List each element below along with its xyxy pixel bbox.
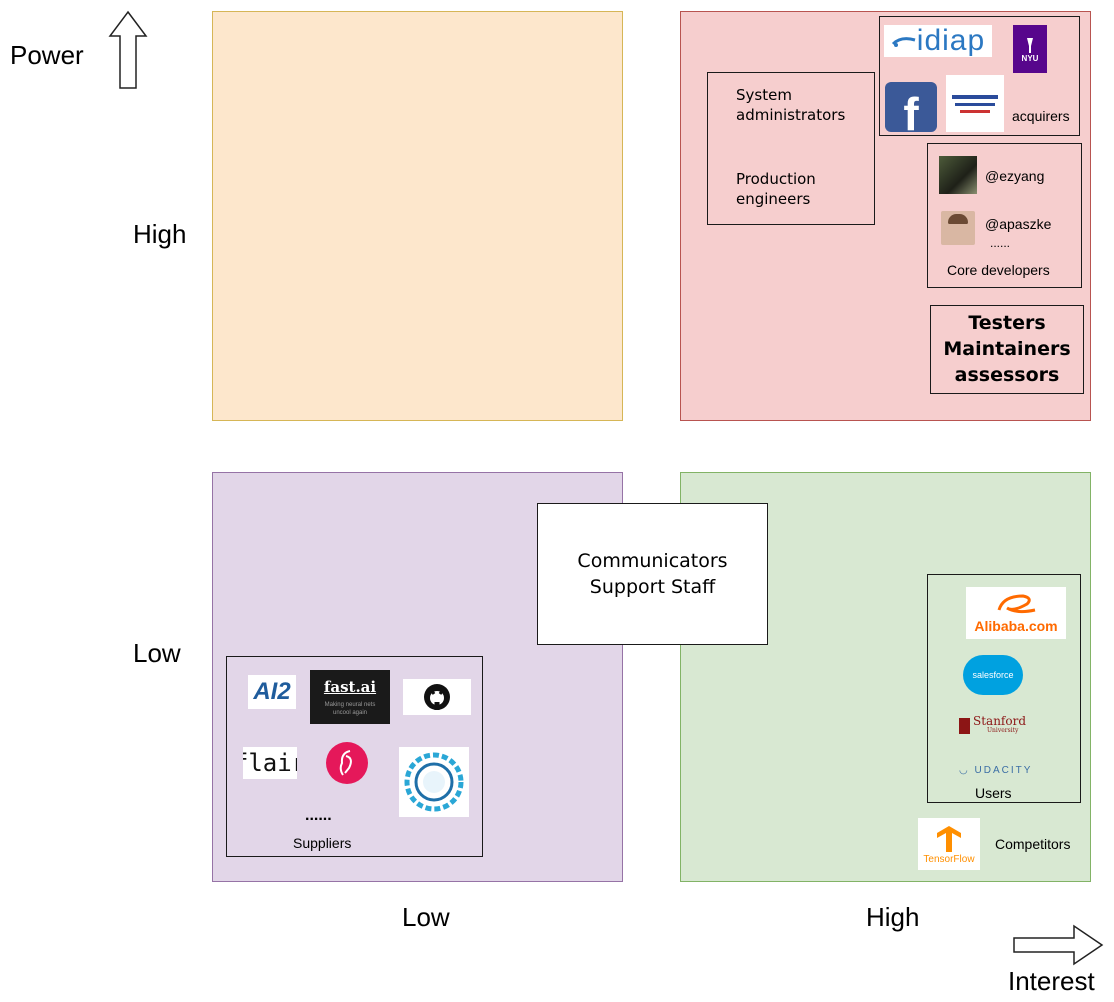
avatar <box>941 211 975 245</box>
salesforce-logo: salesforce <box>963 655 1023 695</box>
facebook-logo: f <box>885 82 937 132</box>
x-low-label: Low <box>402 902 450 932</box>
communicators-box: Communicators Support Staff <box>537 503 768 645</box>
torch-icon <box>1027 37 1033 53</box>
fastai-logo: fast.ai Making neural nets uncool again <box>310 670 390 724</box>
tensorflow-logo: TensorFlow <box>918 818 980 870</box>
y-axis-title: Power <box>10 40 84 70</box>
alibaba-logo: Alibaba.com <box>966 587 1066 639</box>
core-developers-box: @ezyang @apaszke ...... Core developers <box>927 143 1082 288</box>
administrators-label: administrators <box>736 106 846 124</box>
acquirers-label: acquirers <box>1012 108 1070 124</box>
more-devs: ...... <box>990 236 1011 250</box>
dev-ezyang: @ezyang <box>985 168 1045 184</box>
admins-engineers-box: System administrators Production enginee… <box>707 72 875 225</box>
mandala-icon <box>404 752 464 812</box>
parrot-logo <box>326 742 368 784</box>
acquirers-box: idiap NYU f acquirers <box>879 16 1080 136</box>
udacity-logo: ◡ UDACITY <box>959 765 1033 776</box>
communicators-label: Communicators <box>577 550 728 572</box>
y-high-label: High <box>133 219 187 249</box>
ai2-logo: AI2 <box>248 675 296 709</box>
stanford-shield-icon <box>959 718 970 734</box>
production-label: Production <box>736 170 816 188</box>
x-axis-title: Interest <box>1008 966 1095 996</box>
system-label: System <box>736 86 792 104</box>
quadrant-high-power-low-interest <box>212 11 623 421</box>
suppliers-label: Suppliers <box>293 835 352 851</box>
idiap-swoosh-icon <box>891 37 916 47</box>
core-developers-label: Core developers <box>947 262 1050 278</box>
idiap-logo: idiap <box>884 25 992 57</box>
alibaba-swoosh-icon <box>997 594 1036 614</box>
more-suppliers: ...... <box>305 807 332 824</box>
flair-logo: flair <box>243 747 297 779</box>
arrow-up-icon <box>108 10 148 89</box>
engineers-label: engineers <box>736 190 811 208</box>
suppliers-box: AI2 fast.ai Making neural nets uncool ag… <box>226 656 483 857</box>
nyu-logo: NYU <box>1013 25 1047 73</box>
support-staff-label: Support Staff <box>589 576 716 598</box>
github-icon <box>424 684 450 710</box>
parrot-icon <box>339 750 352 776</box>
stanford-logo: Stanford University <box>959 715 1026 735</box>
github-logo <box>403 679 471 715</box>
tensorflow-icon <box>937 825 961 852</box>
assessors-label: assessors <box>954 364 1060 386</box>
competitors-label: Competitors <box>995 836 1071 852</box>
users-label: Users <box>975 785 1012 801</box>
dev-apaszke: @apaszke <box>985 216 1052 232</box>
quadrant-high-power-high-interest <box>680 11 1091 421</box>
research-lab-logo <box>946 75 1004 132</box>
arrow-right-icon <box>1013 924 1104 966</box>
testers-box: Testers Maintainers assessors <box>930 305 1084 394</box>
allennlp-logo <box>399 747 469 817</box>
y-low-label: Low <box>133 638 181 668</box>
testers-label: Testers <box>968 312 1046 334</box>
x-high-label: High <box>866 902 920 932</box>
users-box: Alibaba.com salesforce Stanford Universi… <box>927 574 1081 803</box>
maintainers-label: Maintainers <box>943 338 1071 360</box>
udacity-icon: ◡ <box>959 765 970 776</box>
avatar <box>939 156 977 194</box>
